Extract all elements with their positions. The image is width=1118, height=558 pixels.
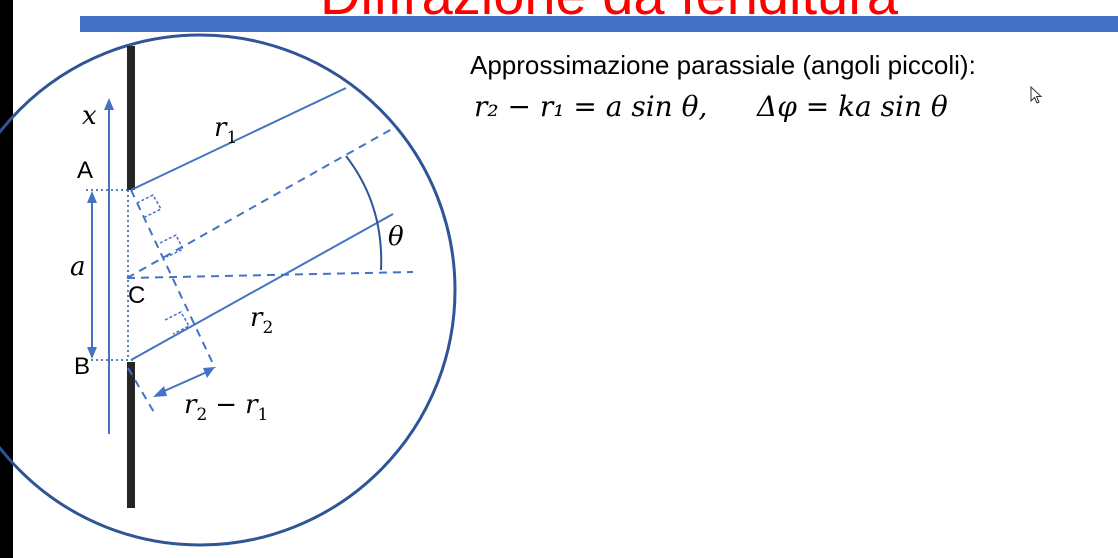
equation-path-difference: r₂ − r₁ = a sin θ,	[474, 90, 708, 123]
ray-center	[126, 128, 393, 279]
perpendicular-line	[130, 189, 216, 369]
ray-r2	[130, 213, 394, 361]
label-b: B	[74, 353, 90, 380]
optical-axis	[126, 271, 414, 279]
right-angle-marker-b	[164, 311, 191, 335]
path-difference-arrowhead-left	[153, 386, 167, 397]
mouse-pointer-icon	[1030, 86, 1043, 104]
x-axis-arrowhead	[104, 98, 114, 110]
right-angle-marker-c	[159, 233, 185, 258]
label-angle-theta: θ	[388, 222, 404, 252]
right-angle-marker-a	[136, 194, 163, 218]
ray-r1	[130, 87, 347, 191]
label-c: C	[128, 282, 145, 309]
label-r1: r1	[214, 113, 237, 148]
path-difference-arrow	[161, 371, 208, 393]
label-a: A	[77, 157, 93, 184]
angle-arc	[345, 155, 383, 271]
perpendicular-extension	[127, 367, 156, 415]
left-edge-band	[0, 0, 13, 558]
label-r2: r2	[250, 303, 273, 338]
observation-circle	[0, 33, 457, 547]
title-underline-bar	[80, 16, 1118, 32]
slit-width-arrowhead-top	[87, 191, 97, 203]
equation-phase-difference: Δφ = ka sin θ	[757, 90, 948, 123]
subtitle-paraxial-approximation: Approssimazione parassiale (angoli picco…	[470, 50, 976, 80]
path-difference-arrowhead-right	[203, 367, 215, 378]
label-path-difference: r2−r1	[184, 390, 268, 425]
slit-width-arrowhead-bottom	[87, 347, 97, 359]
label-slit-width: a	[70, 252, 86, 282]
label-x-axis: x	[82, 101, 97, 131]
